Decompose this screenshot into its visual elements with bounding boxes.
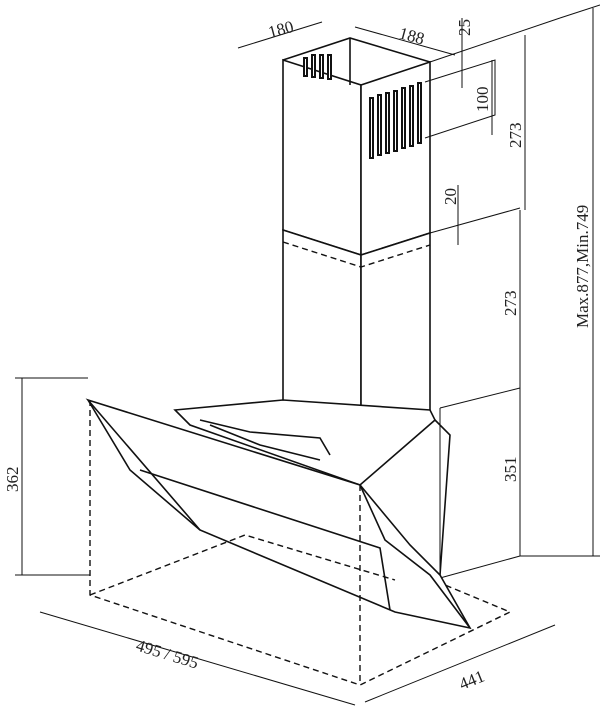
lower-chimney	[282, 228, 431, 432]
dim-total-height: Max.877,Min.749	[573, 205, 592, 328]
dim-chimney-width: 180	[266, 17, 296, 42]
hood-body	[85, 398, 472, 630]
vent-slots	[303, 54, 422, 159]
dim-overlap: 20	[441, 188, 460, 205]
dim-lower-chimney: 273	[501, 291, 520, 317]
dim-hood-height-left: 362	[3, 467, 22, 493]
dim-vent-offset: 25	[455, 19, 474, 36]
dim-hood-depth: 441	[456, 667, 487, 694]
dimension-lines	[15, 8, 594, 706]
upper-chimney	[282, 37, 496, 257]
dim-hood-width: 495 / 595	[134, 636, 201, 673]
hood-footprint	[89, 400, 512, 686]
dim-upper-chimney: 273	[506, 123, 525, 149]
dim-hood-height-right: 351	[501, 457, 520, 483]
wall-reference-lines	[429, 4, 600, 579]
dim-chimney-depth: 188	[397, 24, 427, 49]
dim-vent-height: 100	[473, 87, 492, 113]
